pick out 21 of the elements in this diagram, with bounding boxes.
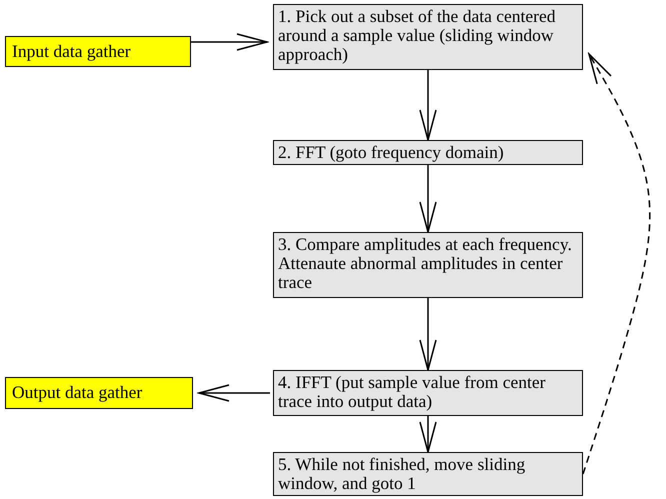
process-box (273, 370, 583, 416)
process-box (273, 452, 583, 496)
data-box (5, 36, 191, 67)
arrow (419, 416, 437, 453)
data-label: Output data gather (12, 383, 144, 402)
arrow (198, 384, 270, 402)
data-label: Input data gather (12, 42, 132, 61)
step-text: 1. Pick out a subset of the data centered around a sample value (sliding window approach) (278, 7, 556, 64)
step-text: 5. While not finished, move sliding window, and goto 1 (278, 455, 526, 493)
arrow (419, 298, 437, 371)
process-box (273, 232, 583, 298)
arrow (419, 163, 437, 233)
step-text: 3. Compare amplitudes at each frequency. Attenaute abnormal amplitudes in center trace (278, 235, 573, 292)
arrow (191, 33, 268, 51)
process-box (273, 140, 583, 165)
step-text: 2. FFT (goto frequency domain) (278, 143, 505, 162)
arrow (419, 70, 437, 141)
arrow (582, 53, 650, 474)
step-text: 4. IFFT (put sample value from center trace into output data) (278, 373, 546, 411)
data-box (5, 377, 193, 409)
process-box (273, 4, 583, 70)
